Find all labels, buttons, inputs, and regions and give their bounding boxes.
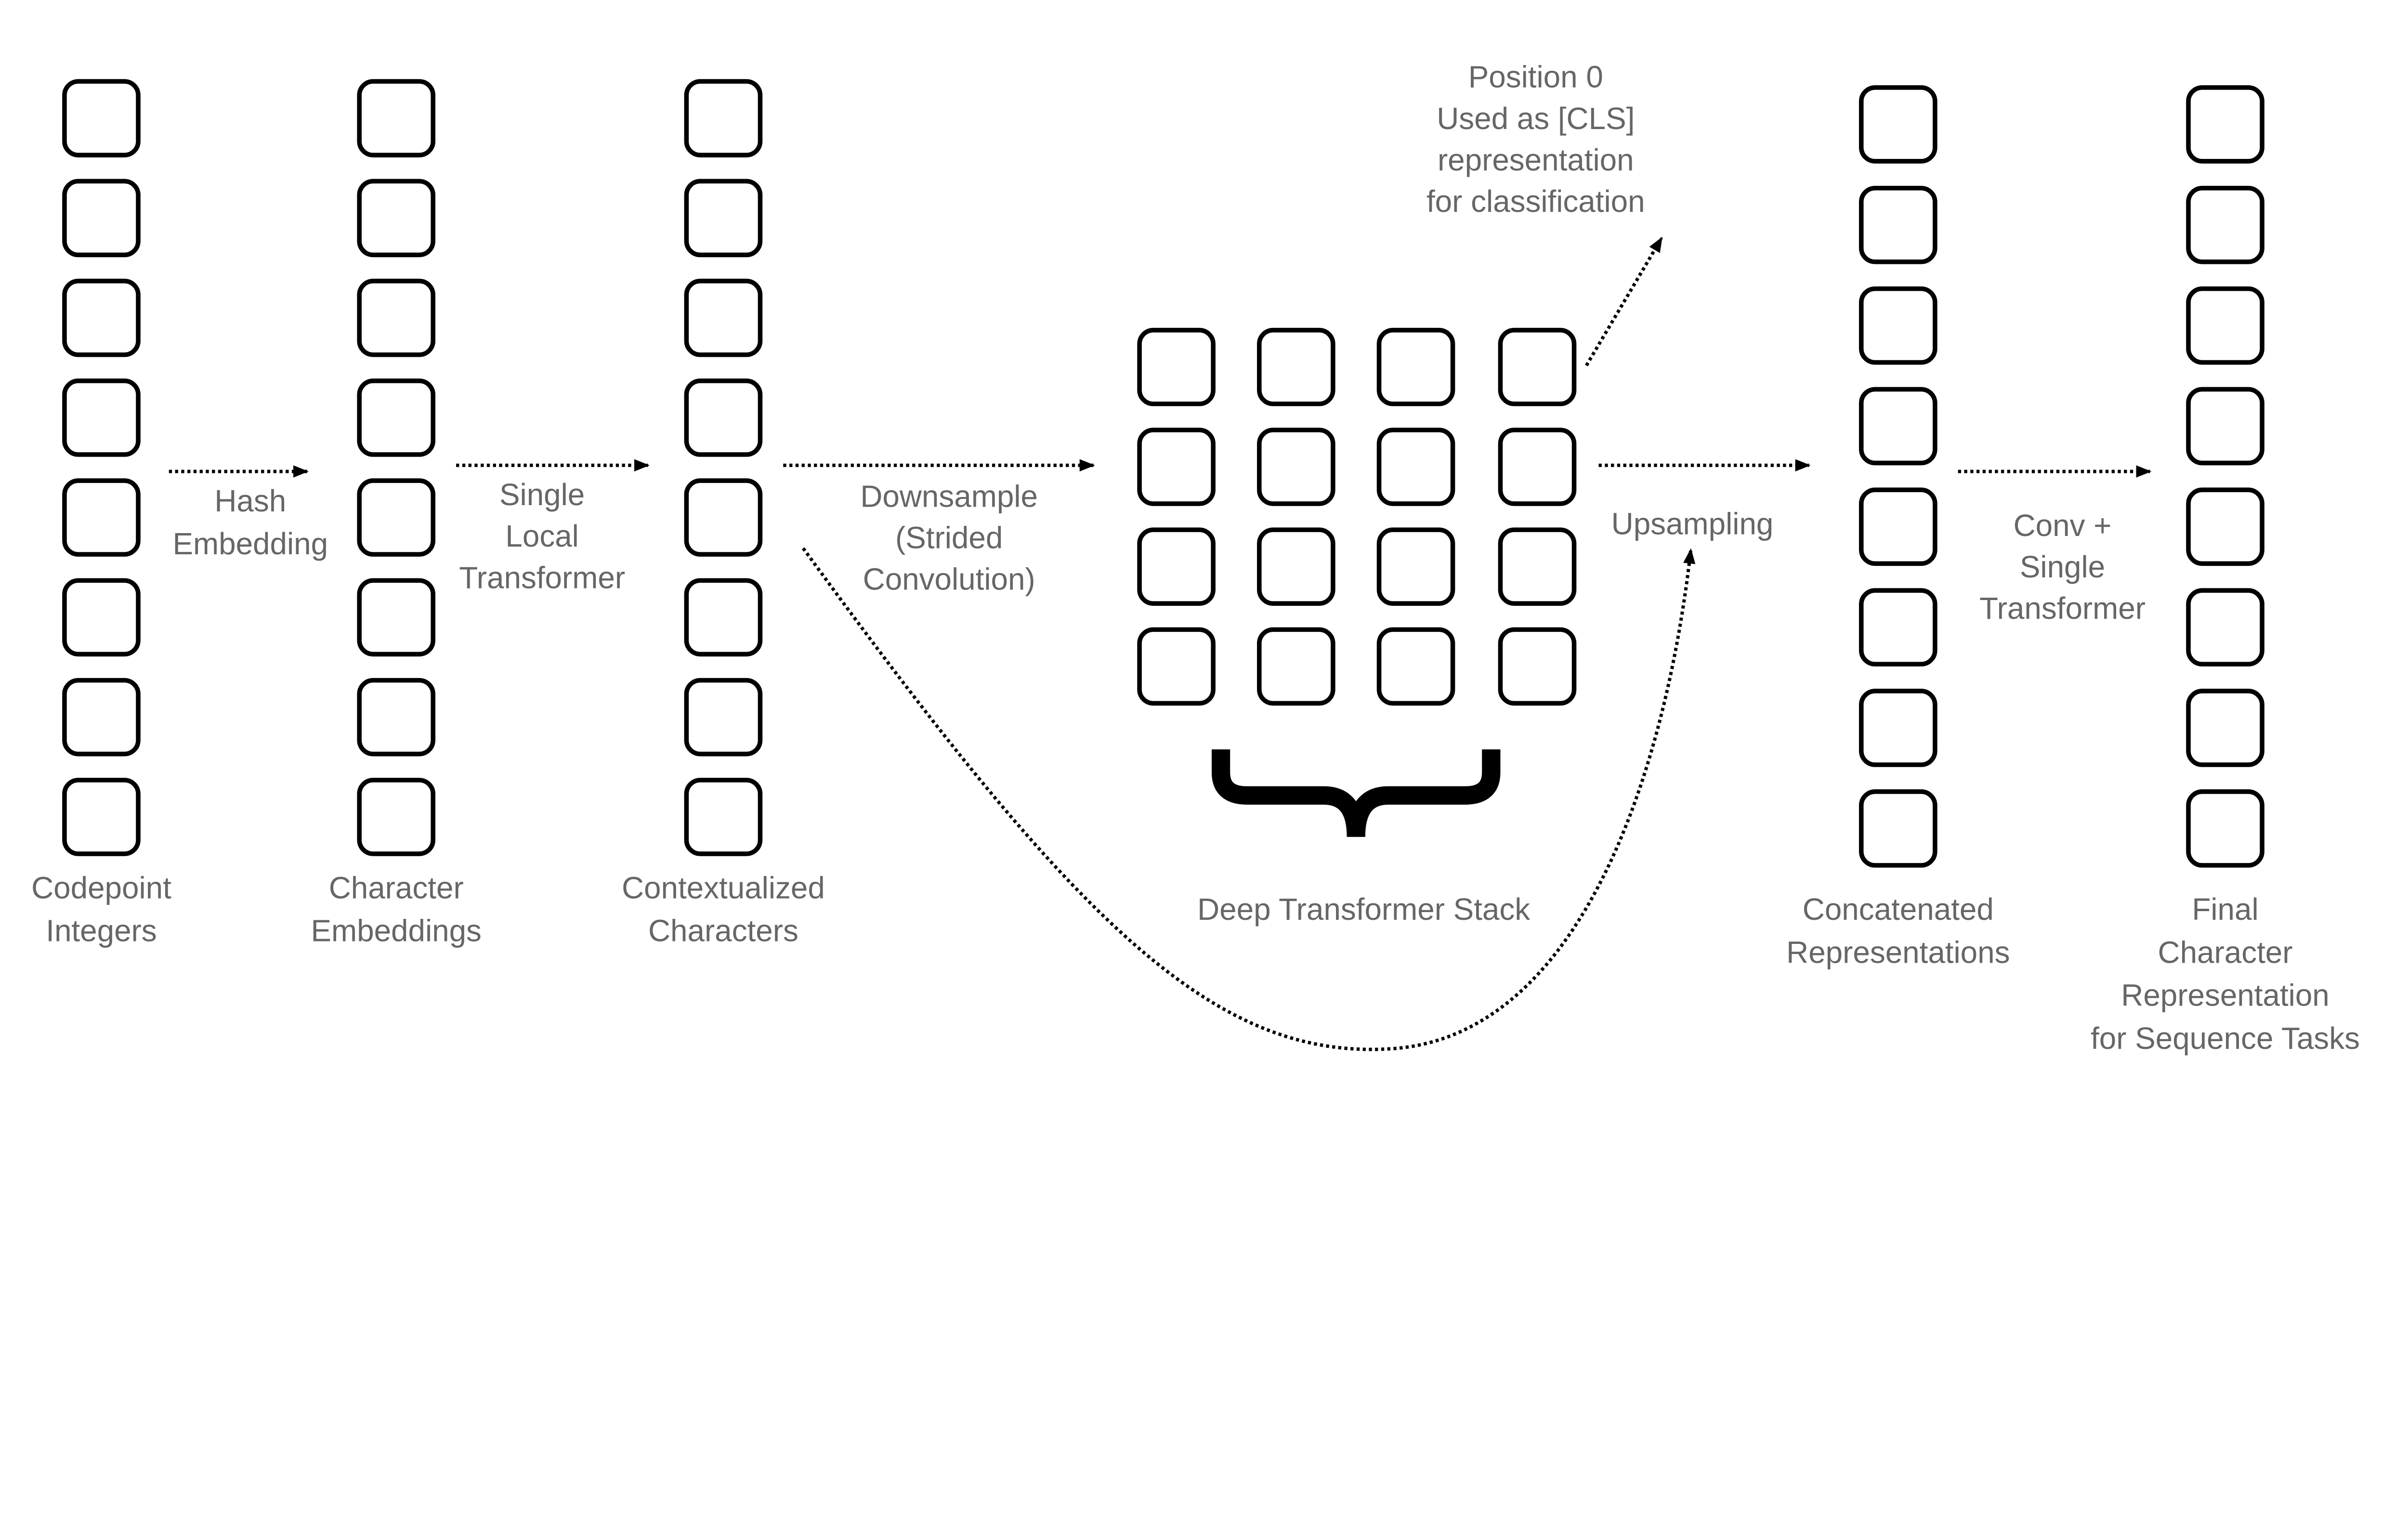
codepoint-integers-label: Integers: [46, 914, 157, 948]
contextualized-characters-cell: [684, 578, 763, 657]
local-transformer-label: Transformer: [459, 560, 625, 595]
character-embeddings-label: Embeddings: [311, 914, 481, 948]
final-character-representation-cell: [2186, 286, 2264, 365]
transformer-stack-cell: [1376, 627, 1455, 706]
transformer-stack-cell: [1376, 527, 1455, 606]
token-boxes: [62, 79, 2264, 868]
character-embeddings-cell: [357, 478, 436, 557]
conv-transformer-label: Conv +: [2014, 508, 2112, 543]
transformer-stack-cell: [1137, 627, 1216, 706]
labels: CodepointIntegersCharacterEmbeddingsCont…: [31, 60, 2360, 1056]
upsampling-label: Upsampling: [1611, 507, 1774, 541]
cls-label: Used as [CLS]: [1437, 101, 1635, 136]
concatenated-representations-cell: [1859, 185, 1937, 264]
transformer-stack-cell: [1137, 527, 1216, 606]
conv-transformer-label: Single: [2020, 549, 2105, 584]
codepoint-integers-cell: [62, 478, 141, 557]
downsample-label: (Strided: [895, 520, 1003, 555]
canine-architecture-diagram: CodepointIntegersCharacterEmbeddingsCont…: [31, 60, 2360, 1056]
character-embeddings-cell: [357, 278, 436, 357]
final-character-representation-label: Representation: [2121, 978, 2329, 1013]
codepoint-integers-cell: [62, 79, 141, 157]
transformer-stack-cell: [1257, 327, 1335, 406]
contextualized-characters-cell: [684, 678, 763, 757]
concatenated-representations-cell: [1859, 487, 1937, 566]
concatenated-representations-label: Concatenated: [1803, 892, 1994, 927]
concatenated-representations-cell: [1859, 689, 1937, 767]
transformer-stack-cell: [1257, 428, 1335, 506]
character-embeddings-cell: [357, 179, 436, 258]
character-embeddings-label: Character: [329, 870, 464, 905]
final-character-representation-cell: [2186, 487, 2264, 566]
character-embeddings-cell: [357, 79, 436, 157]
contextualized-characters-cell: [684, 179, 763, 258]
concatenated-representations-cell: [1859, 286, 1937, 365]
codepoint-integers-label: Codepoint: [31, 870, 171, 905]
transformer-stack-cell: [1257, 527, 1335, 606]
codepoint-integers-cell: [62, 678, 141, 757]
brace-icon: [1211, 749, 1501, 837]
final-character-representation-cell: [2186, 689, 2264, 767]
final-character-representation-label: Character: [2158, 935, 2293, 969]
final-character-representation-label: Final: [2192, 892, 2258, 927]
contextualized-characters-label: Characters: [648, 914, 798, 948]
cls-label: representation: [1438, 143, 1634, 177]
codepoint-integers-cell: [62, 578, 141, 657]
codepoint-integers-cell: [62, 179, 141, 258]
contextualized-characters-cell: [684, 79, 763, 157]
cls-label: Position 0: [1468, 60, 1603, 94]
transformer-stack-cell: [1137, 327, 1216, 406]
conv-transformer-label: Transformer: [1979, 591, 2146, 626]
residual-skip-arrow: [801, 547, 1696, 1051]
transformer-stack-cell: [1376, 428, 1455, 506]
codepoint-integers-cell: [62, 379, 141, 457]
final-character-representation-cell: [2186, 588, 2264, 666]
final-character-representation-cell: [2186, 85, 2264, 164]
transformer-stack-cell: [1498, 327, 1577, 406]
downsample-label: Convolution): [863, 562, 1035, 596]
transformer-stack-cell: [1257, 627, 1335, 706]
character-embeddings-cell: [357, 678, 436, 757]
transformer-stack-cell: [1376, 327, 1455, 406]
concatenated-representations-cell: [1859, 387, 1937, 466]
contextualized-characters-cell: [684, 278, 763, 357]
contextualized-characters-cell: [684, 379, 763, 457]
codepoint-integers-cell: [62, 778, 141, 856]
local-transformer-label: Local: [505, 519, 578, 553]
final-character-representation-cell: [2186, 185, 2264, 264]
local-transformer-label: Single: [499, 477, 585, 512]
character-embeddings-cell: [357, 778, 436, 856]
concatenated-representations-cell: [1859, 588, 1937, 666]
concatenated-representations-cell: [1859, 789, 1937, 868]
deep-transformer-stack-label: Deep Transformer Stack: [1197, 892, 1530, 927]
final-character-representation-cell: [2186, 789, 2264, 868]
final-character-representation-label: for Sequence Tasks: [2091, 1021, 2360, 1056]
character-embeddings-cell: [357, 578, 436, 657]
transformer-stack-cell: [1498, 527, 1577, 606]
concatenated-representations-cell: [1859, 85, 1937, 164]
hash-embedding-label: Embedding: [172, 526, 328, 561]
transformer-stack-cell: [1498, 428, 1577, 506]
final-character-representation-cell: [2186, 387, 2264, 466]
transformer-stack-cell: [1498, 627, 1577, 706]
transformer-stack-cell: [1137, 428, 1216, 506]
cls-label: for classification: [1426, 184, 1645, 219]
contextualized-characters-cell: [684, 478, 763, 557]
contextualized-characters-cell: [684, 778, 763, 856]
concatenated-representations-label: Representations: [1786, 935, 2010, 969]
cls-arrow: [1584, 236, 1663, 366]
downsample-label: Downsample: [860, 479, 1038, 513]
codepoint-integers-cell: [62, 278, 141, 357]
hash-embedding-label: Hash: [214, 484, 286, 518]
character-embeddings-cell: [357, 379, 436, 457]
contextualized-characters-label: Contextualized: [622, 870, 825, 905]
